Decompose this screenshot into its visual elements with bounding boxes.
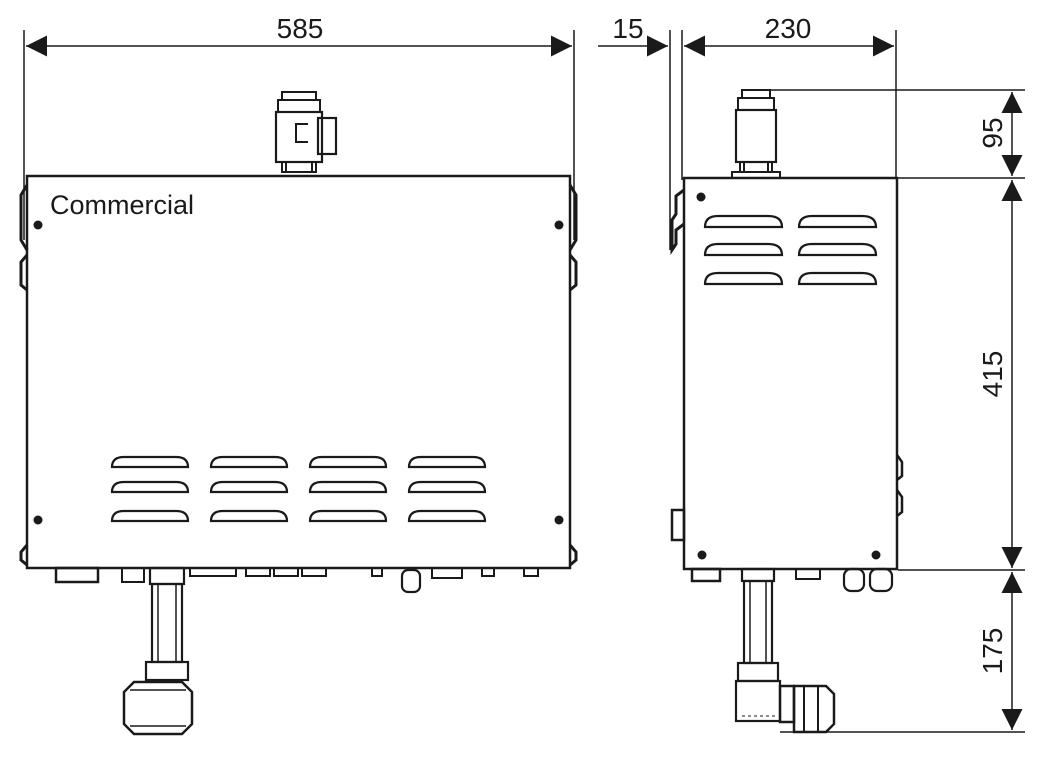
front-top-valve — [274, 91, 338, 173]
screw-icon — [554, 220, 564, 230]
side-right-clip — [895, 489, 904, 517]
screw-icon — [33, 515, 43, 525]
width-dimension-label: 585 — [277, 13, 324, 44]
front-left-bracket-bottom — [19, 544, 29, 567]
front-drain-pipe — [122, 566, 194, 736]
side-top-valve — [731, 89, 781, 179]
product-label: Commercial — [50, 190, 194, 220]
front-left-bracket-top — [19, 184, 29, 251]
screw-icon — [554, 515, 564, 525]
bottom-pipe-height-label: 175 — [977, 628, 1008, 675]
side-vent-grille — [703, 214, 878, 286]
front-right-bracket-top — [568, 184, 578, 251]
body-height-label: 415 — [977, 351, 1008, 398]
screw-icon — [696, 192, 706, 202]
side-bottom-connectors — [690, 567, 894, 593]
side-body — [682, 176, 899, 571]
front-left-bracket-mid — [19, 254, 29, 292]
width-dimension-585: 585 — [23, 13, 575, 240]
screw-icon — [871, 550, 881, 560]
offset-dimension-15: 15 — [598, 13, 683, 250]
side-right-clip — [895, 454, 904, 481]
side-view: 15 230 95 415 175 — [598, 13, 1025, 734]
offset-dimension-label: 15 — [612, 13, 643, 44]
front-view: 585 Commercial — [19, 13, 578, 736]
top-valve-height-label: 95 — [977, 117, 1008, 148]
side-drain-pipe — [734, 567, 836, 734]
front-body — [25, 174, 572, 570]
vertical-dimensions: 95 415 175 — [766, 89, 1025, 733]
screw-icon — [697, 550, 707, 560]
front-bottom-connectors — [54, 566, 539, 594]
depth-dimension-label: 230 — [765, 13, 812, 44]
side-wall-bracket — [670, 188, 685, 255]
front-right-bracket-mid — [568, 254, 578, 292]
screw-icon — [33, 220, 43, 230]
depth-dimension-230: 230 — [684, 13, 897, 180]
front-vent-grille — [110, 455, 487, 523]
side-lower-bracket — [670, 508, 686, 542]
front-right-bracket-bottom — [568, 544, 578, 567]
